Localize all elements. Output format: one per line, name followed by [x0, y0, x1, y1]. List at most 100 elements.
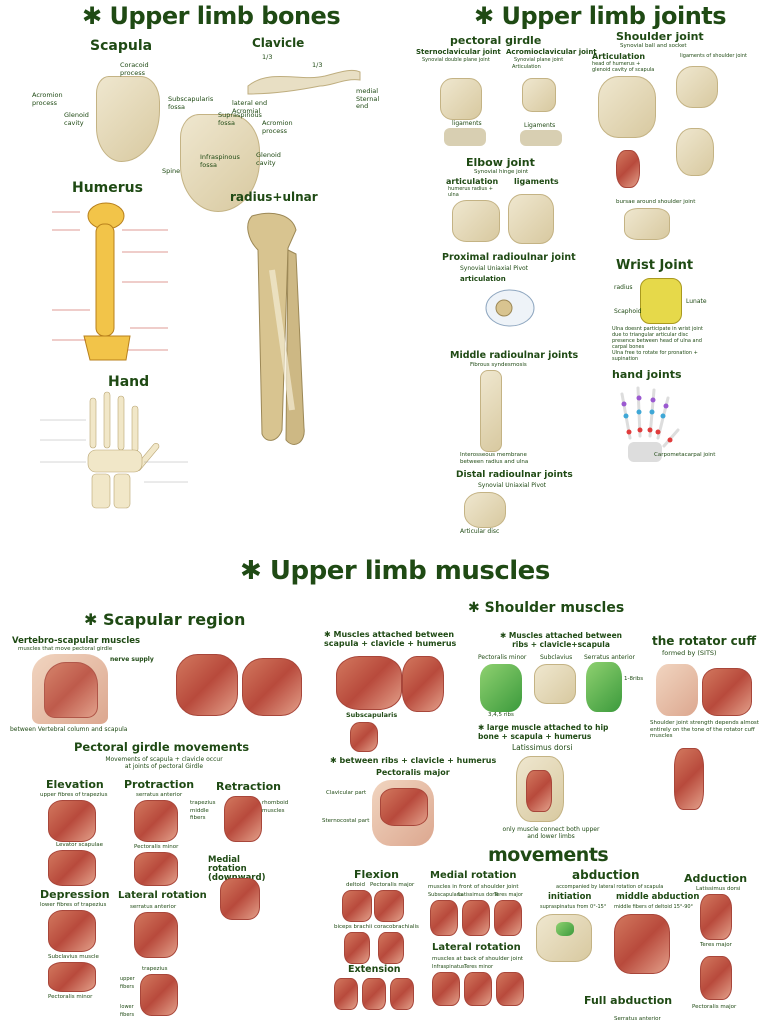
spine-label: Spine: [162, 167, 181, 175]
between-label: between Vertebral column and scapula: [10, 726, 128, 733]
star-icon: ✱: [82, 2, 102, 30]
retraction-title: Retraction: [216, 780, 281, 793]
infraspinatus-label: Infraspinatus: [432, 964, 465, 970]
trap-middle-label: trapezius middle fibers: [190, 800, 216, 821]
shoulder-ligaments-label: ligaments of shoulder joint: [680, 53, 747, 59]
subscapularis-figure: [350, 722, 378, 752]
depression-figure: [48, 910, 96, 952]
cmc-label: Carpometacarpal joint: [654, 452, 716, 458]
elevation-figure: [48, 800, 96, 842]
shoulder-ligaments-figure: [676, 66, 718, 108]
wrist-scaphoid-label: Scaphoid: [614, 308, 642, 315]
lat-dorsi-muscle-figure: [526, 770, 552, 812]
scapula-title: Scapula: [90, 38, 153, 54]
scapular-region-title: ✱ Scapular region: [84, 610, 245, 629]
ribs-label: 3,4,5 ribs: [488, 712, 514, 718]
hand-bones-figure: [40, 391, 188, 509]
between-ribs-text: between ribs + clavicle + humerus: [339, 756, 497, 765]
muscles-title-text: Upper limb muscles: [269, 556, 550, 586]
initiation-title: initiation: [548, 892, 592, 902]
sternoclavicular-figure: [440, 78, 482, 120]
abduction-title: abduction: [572, 868, 640, 882]
clavicle-title: Clavicle: [252, 36, 305, 50]
hand-title: Hand: [108, 374, 150, 390]
subclavius-sh-label: Subclavius: [540, 654, 573, 661]
shoulder-joint-sub: Synovial ball and socket: [620, 43, 687, 49]
distal-ru-figure: [464, 492, 506, 528]
medial-rotation-title-2: Medial rotation: [430, 870, 517, 881]
large-muscle-title: ✱ large muscle attached to hip bone + sc…: [478, 723, 628, 741]
clavicular-part-label: Clavicular part: [326, 790, 367, 796]
shoulder-muscles-text: Shoulder muscles: [484, 600, 625, 616]
bones-section-title: ✱ Upper limb bones: [82, 2, 341, 30]
lateral-rotation-sub-2: muscles at back of shoulder joint: [432, 956, 524, 962]
ribs-1-8-label: 1-8ribs: [624, 676, 644, 682]
depression-sub: lower fibres of trapezius: [40, 902, 107, 908]
muscles-section-title: ✱ Upper limb muscles: [240, 556, 550, 586]
middle-ru-note: Interosseous membrane between radius and…: [460, 452, 529, 465]
retraction-figure: [224, 796, 262, 842]
lateral-rotation-figure-1: [432, 972, 460, 1006]
star-icon: ✱: [84, 610, 98, 629]
rhomboid-label: rhomboid muscles: [262, 800, 289, 814]
pect-minor-green-figure: [480, 664, 522, 712]
acromioclavicular-sub: Synovial plane joint: [514, 57, 564, 63]
scapula-posterior-figure: [180, 114, 260, 212]
medial-rotation-figure-3: [494, 900, 522, 936]
wrist-note: Ulna doesnt participate in wrist joint d…: [612, 326, 703, 350]
star-icon: ✱: [324, 630, 331, 639]
girdle-movements-title: Pectoral girdle movements: [74, 740, 250, 754]
clavicle-third-2: 1/3: [312, 61, 323, 69]
coracoid-label: Coracoid process: [120, 61, 149, 77]
pect-major-title: Pectoralis major: [376, 768, 450, 777]
rotator-cuff-sub: formed by (SITS): [662, 649, 717, 657]
wrist-note-2: Ulna free to rotate for pronation + supi…: [612, 350, 698, 362]
pect-minor-figure: [134, 852, 178, 886]
lateral-rotation-sub: serratus anterior: [130, 904, 177, 910]
flexion-figure-1: [342, 890, 372, 922]
wrist-joint-title: Wrist Joint: [616, 258, 694, 273]
joints-title-text: Upper limb joints: [501, 2, 727, 30]
biceps-label: biceps brachii: [334, 924, 373, 930]
wrist-lunate-label: Lunate: [686, 298, 707, 305]
rotator-cuff-note: Shoulder joint strength depends almost e…: [650, 720, 759, 739]
movements-title: movements: [488, 844, 609, 866]
middle-abduction-figure: [614, 914, 670, 974]
lateral-rotation-title-2: Lateral rotation: [432, 942, 521, 953]
medial-teres-major-label: Teres major: [494, 892, 523, 898]
upper-fibers-label: upper fibers: [120, 976, 135, 990]
articulation-label: Articulation: [512, 64, 541, 70]
supraspinous-label: Supraspinous fossa: [218, 111, 262, 127]
adduction-lat-dorsi-label: Latissimus dorsi: [696, 886, 741, 892]
subclavius-figure: [48, 962, 96, 992]
serratus-green-figure: [586, 662, 622, 712]
elbow-ligaments-title: ligaments: [514, 177, 559, 186]
hand-joints-figure: [620, 386, 680, 462]
clavicle-medial-label: medial Sternal end: [356, 87, 380, 110]
lower-fibers-label: lower fibers: [120, 1004, 135, 1018]
protraction-figure: [134, 800, 178, 842]
protraction-sub: serratus anterior: [136, 792, 183, 798]
abduction-sub: accompanied by lateral rotation of scapu…: [556, 884, 664, 890]
middle-ru-title: Middle radioulnar joints: [450, 350, 579, 361]
medial-rotation-figure-1: [430, 900, 458, 936]
sternal-part-label: Sternocostal part: [322, 818, 370, 824]
pect-major-muscle-figure: [380, 788, 428, 826]
rotator-cuff-detail-figure: [674, 748, 704, 810]
elbow-joint-sub: Synovial hinge joint: [474, 169, 529, 175]
elbow-joint-title: Elbow joint: [466, 156, 535, 169]
wrist-figure: [640, 278, 682, 324]
teres-minor-label: Teres minor: [464, 964, 494, 970]
lateral-rotation-figure-3: [496, 972, 524, 1006]
shoulder-articulation-title: Articulation: [592, 52, 646, 61]
lat-dorsi-label: Latissimus dorsi: [512, 743, 573, 752]
elbow-articulation-title: articulation: [446, 177, 499, 186]
depression-pect-minor-label: Pectoralis minor: [48, 994, 93, 1000]
elevation-title: Elevation: [46, 778, 104, 791]
scapula-figure: [96, 76, 160, 162]
scapular-region-text: Scapular region: [102, 610, 246, 629]
ac-ligaments-figure: [520, 130, 562, 146]
flexion-figure-2: [374, 890, 404, 922]
glenoid2-label: Glenoid cavity: [256, 151, 281, 167]
star-icon: ✱: [240, 556, 262, 586]
